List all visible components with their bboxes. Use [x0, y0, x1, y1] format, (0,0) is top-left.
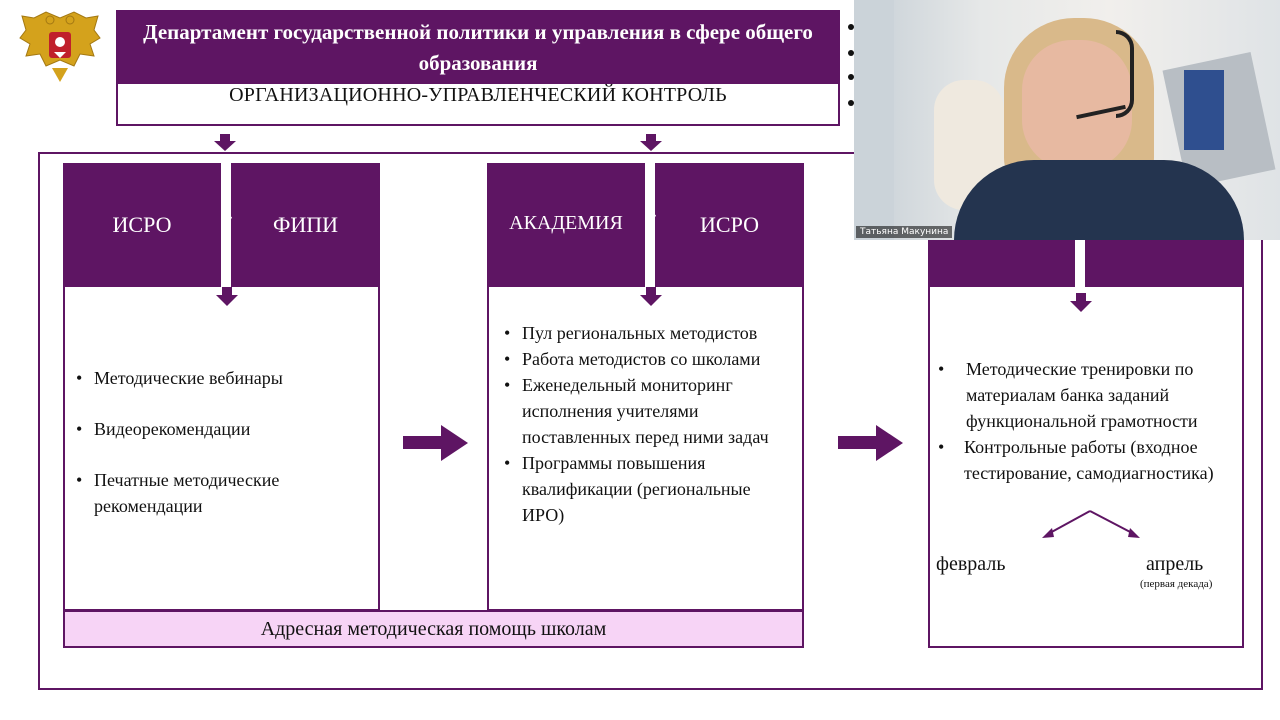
header-right-label: ИСРО [700, 212, 759, 237]
list-item: Программы повышения квалификации (регион… [494, 450, 784, 528]
month-february: февраль [936, 553, 1006, 575]
list-item: Пул региональных методистов [494, 320, 784, 346]
bullet-dot [848, 74, 854, 80]
face [1022, 40, 1132, 170]
page-subtitle: ОРГАНИЗАЦИОННО-УПРАВЛЕНЧЕСКИЙ КОНТРОЛЬ [116, 84, 840, 126]
emblem-icon [16, 8, 104, 86]
item-list: Методические вебинары Видеорекомендации … [66, 365, 366, 519]
page-title: Департамент государственной политики и у… [116, 10, 840, 84]
down-arrow-icon [640, 134, 662, 151]
list-item: Печатные методические рекомендации [66, 467, 366, 519]
bullet-dot [848, 24, 854, 30]
split-arrow-icon [1042, 510, 1140, 538]
list-item: Работа методистов со школами [494, 346, 784, 372]
list-item: Методические вебинары [66, 365, 366, 391]
header-left-label: АКАДЕМИЯ [509, 212, 623, 234]
diagram-frame [38, 152, 1263, 690]
item-list: Пул региональных методистов Работа метод… [494, 320, 784, 528]
plus-sign: + [220, 205, 233, 230]
list-item: Еженедельный мониторинг исполнения учите… [494, 372, 784, 450]
bullet-dot [848, 50, 854, 56]
plus-sign: + [644, 203, 657, 228]
bottom-banner: Адресная методическая помощь школам [63, 610, 804, 648]
participant-name: Татьяна Макунина [856, 226, 953, 238]
bullet-dot [848, 100, 854, 106]
list-item: Методические тренировки по материалам ба… [928, 356, 1244, 434]
header-right-label: ФИПИ [272, 212, 339, 237]
down-arrow-icon [1070, 293, 1092, 312]
month-april-note: (первая декада) [1140, 578, 1213, 590]
down-arrow-icon [216, 287, 238, 306]
month-april: апрель [1146, 553, 1204, 575]
down-arrow-icon [640, 287, 662, 306]
sweater [954, 160, 1244, 240]
item-list: Методические тренировки по материалам ба… [928, 356, 1244, 486]
frame [1184, 70, 1224, 150]
header-left-label: ИСРО [112, 212, 172, 237]
down-arrow-icon [214, 134, 236, 151]
right-arrow-icon [838, 425, 903, 461]
webcam-video: Татьяна Макунина [854, 0, 1280, 240]
list-item: Контрольные работы (входное тестирование… [928, 434, 1244, 486]
list-item: Видеорекомендации [66, 416, 366, 442]
right-arrow-icon [403, 425, 468, 461]
